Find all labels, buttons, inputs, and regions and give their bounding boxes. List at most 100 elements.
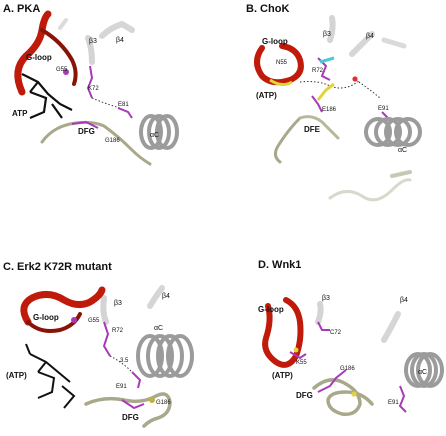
panel-d-gloop-ribbon xyxy=(262,297,304,368)
panel-c-dfg-label: DFG xyxy=(122,413,139,422)
panel-b-e186-label: E186 xyxy=(322,107,337,113)
panel-b-beta4-label: β4 xyxy=(366,33,374,40)
panel-d-alphac-label: αC xyxy=(418,369,427,376)
panel-c-e91-label: E91 xyxy=(116,384,127,390)
panel-c-dfg-loop xyxy=(84,392,172,428)
panel-c-title: C. Erk2 K72R mutant xyxy=(3,261,112,273)
panel-d-dfg-label: DFG xyxy=(296,391,313,400)
panel-c-atp-label: (ATP) xyxy=(6,371,27,380)
panel-c-gloop-ribbon xyxy=(20,286,106,326)
panel-a-dfg-label: DFG xyxy=(78,127,95,136)
panel-a-gloop-tail xyxy=(40,28,78,86)
panel-b-hbond xyxy=(299,79,361,89)
panel-d-k55-atom xyxy=(293,347,299,353)
panel-c-g55-label: G55 xyxy=(88,318,100,324)
panel-d-beta4-label: β4 xyxy=(400,297,408,304)
panel-c-alphac-helix xyxy=(136,334,194,378)
panel-a-gloop-label: G-loop xyxy=(26,53,52,62)
panel-b-alphac-helix xyxy=(364,117,422,147)
panel-d-gloop-label: G-loop xyxy=(258,305,284,314)
panel-b-dfe-loop xyxy=(273,116,302,164)
panel-a-k72-label: K72 xyxy=(88,86,99,92)
panel-b-e186-residue xyxy=(311,95,323,113)
panel-a-dfg-residue xyxy=(71,120,99,129)
panel-b-title: B. ChoK xyxy=(246,3,289,15)
panel-b-alphac-label: αC xyxy=(398,147,407,154)
panel-c-r72-label: R72 xyxy=(112,328,124,334)
panel-b-e91-label: E91 xyxy=(378,106,389,112)
panel-d-atp-label: (ATP) xyxy=(272,371,293,380)
panel-c-alphac-label: αC xyxy=(154,325,163,332)
panel-a-beta3-strand xyxy=(85,35,95,65)
panel-c-e91-residue xyxy=(131,371,142,389)
panel-b-cyan-bond xyxy=(319,56,335,64)
panel-a-atp-label: ATP xyxy=(12,109,28,118)
panel-c-atp-molecule xyxy=(25,343,76,409)
panel-a-beta3-label: β3 xyxy=(89,38,97,45)
panel-b-n55-label: N55 xyxy=(276,60,288,66)
panel-d-k55-residue xyxy=(289,351,307,360)
panel-c-hbond xyxy=(109,355,133,373)
panel-b-gloop-yellow xyxy=(269,78,293,87)
panel-c: C. Erk2 K72R mutant β3 β4 G-loop G55 R72… xyxy=(3,261,194,428)
panel-a-k72-residue xyxy=(86,65,94,99)
panel-b-e186-yellow xyxy=(316,82,335,101)
panel-b-beta3-strand xyxy=(327,15,336,43)
panel-b-beta3-label: β3 xyxy=(323,31,331,38)
panel-c-dfg-residue xyxy=(121,399,145,410)
panel-d-dfg-residue xyxy=(317,369,347,393)
panel-b-water xyxy=(352,76,358,82)
panel-a-strand-fragment xyxy=(58,18,68,30)
panel-a-alphac-helix xyxy=(139,114,179,150)
panel-d-e91-residue xyxy=(398,385,407,413)
panel-c-r72-residue xyxy=(102,321,111,357)
panel-b-gloop-label: G-loop xyxy=(262,37,288,46)
panel-c-beta4-strand xyxy=(147,285,165,309)
panel-d-e91-label: E91 xyxy=(388,400,399,406)
panel-c-beta3-strand xyxy=(100,295,109,325)
panel-a: A. PKA β3 β4 G-loop G55 K72 ATP DFG G186 xyxy=(3,3,179,166)
panel-c-beta4-label: β4 xyxy=(162,293,170,300)
panel-a-g186-label: G186 xyxy=(105,138,120,144)
panel-a-e81-residue xyxy=(117,107,133,119)
panel-d-g186-label: G186 xyxy=(340,366,355,372)
panel-d-beta3-strand xyxy=(315,301,324,325)
panel-c-g186-label: G186 xyxy=(156,400,171,406)
panel-b-strand-fragment xyxy=(381,37,407,49)
panel-a-title: A. PKA xyxy=(3,3,40,15)
panel-a-dfg-loop xyxy=(40,120,152,166)
panel-b-beta4-strand xyxy=(349,31,375,57)
panel-c-hbond-value: 3.5 xyxy=(120,358,129,364)
panel-a-alphac-label: αC xyxy=(150,132,159,139)
panel-d-title: D. Wnk1 xyxy=(258,259,301,271)
panel-d-g186-atom xyxy=(351,391,357,397)
panel-b-atp-label: (ATP) xyxy=(256,91,277,100)
panel-a-g55-label: G55 xyxy=(56,67,68,73)
panel-a-atp-molecule xyxy=(21,73,73,120)
panel-d-dfg-loop xyxy=(312,378,374,417)
panel-d-beta3-label: β3 xyxy=(322,295,330,302)
panel-b-lower-strand xyxy=(390,170,412,178)
panel-c-g55-atom xyxy=(71,317,77,323)
panel-a-g55-atom xyxy=(63,69,69,75)
panel-d-c72-residue xyxy=(317,321,330,331)
panel-a-beta4-strand xyxy=(99,20,135,39)
panel-a-hbond xyxy=(91,97,121,109)
panel-b-r72-label: R72 xyxy=(312,68,324,74)
panel-d-k55-label: K55 xyxy=(296,360,307,366)
panel-b-dfe-loop-2 xyxy=(298,115,340,140)
panel-a-gloop-ribbon xyxy=(14,10,52,96)
panel-c-beta3-label: β3 xyxy=(114,300,122,307)
panel-c-g186-atom xyxy=(149,397,155,403)
panel-d-c72-label: C72 xyxy=(330,330,342,336)
panel-d-alphac-helix xyxy=(404,352,444,388)
panel-b-hbond-2 xyxy=(355,79,381,99)
panel-c-gloop-label: G-loop xyxy=(33,313,59,322)
panel-b-lower-loop xyxy=(328,178,412,202)
panel-a-e81-label: E81 xyxy=(118,102,129,108)
panel-a-beta4-label: β4 xyxy=(116,37,124,44)
panel-d: D. Wnk1 β3 β4 G-loop C72 K55 (ATP) G186 … xyxy=(258,259,444,417)
panel-d-beta4-strand xyxy=(381,311,401,343)
panel-b-dfe-label: DFE xyxy=(304,125,321,134)
